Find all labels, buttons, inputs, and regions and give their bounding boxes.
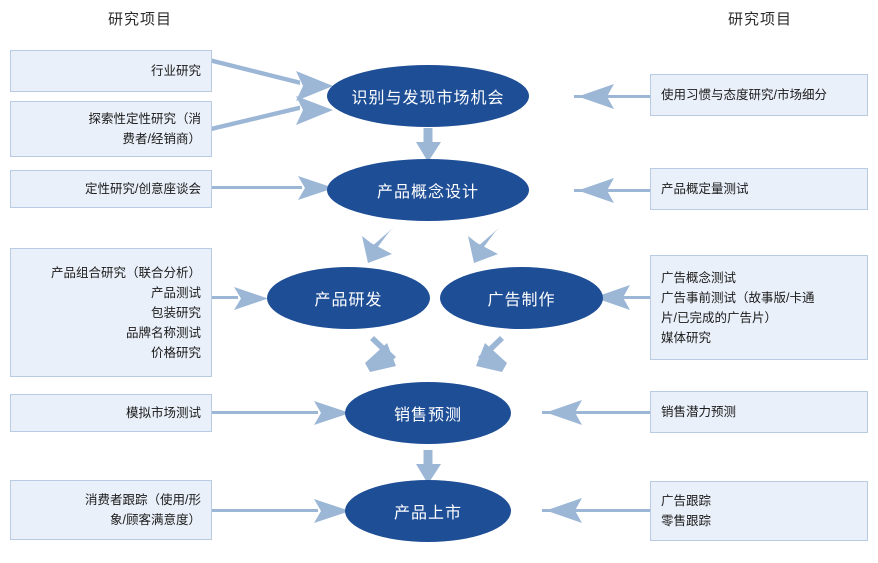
note-line: 费者/经销商） [122, 132, 201, 146]
box-usage-attitude[interactable]: 使用习惯与态度研究/市场细分 [650, 74, 868, 116]
note-line: 象/顾客满意度） [110, 513, 201, 527]
note-line: 媒体研究 [661, 330, 712, 345]
note-line: 广告事前测试（故事版/卡通 [661, 290, 815, 305]
note-line: 产品组合研究（联合分析） [50, 265, 201, 280]
box-consumer-tracking[interactable]: 消费者跟踪（使用/形 象/顾客满意度） [10, 480, 212, 540]
arrow-quant-to-concept [574, 178, 650, 203]
arrow-tracking-to-launch-right [542, 498, 650, 523]
right-column-title: 研究项目 [727, 11, 792, 28]
arrow-concept-to-rd [362, 227, 394, 263]
note-line: 模拟市场测试 [125, 406, 201, 420]
node-product-launch[interactable]: 产品上市 [345, 480, 511, 542]
box-exploratory-qualitative[interactable]: 探索性定性研究（消 费者/经销商） [10, 101, 212, 157]
node-market-opportunity[interactable]: 识别与发现市场机会 [327, 65, 529, 127]
box-sales-potential[interactable]: 销售潜力预测 [650, 391, 868, 433]
arrow-forecast-to-launch [416, 450, 441, 484]
arrow-tracking-to-launch [212, 499, 350, 523]
arrow-productmix-to-rd [212, 287, 268, 310]
note-line: 探索性定性研究（消 [88, 112, 201, 126]
box-industry-research[interactable]: 行业研究 [10, 50, 212, 92]
node-label: 广告制作 [487, 292, 556, 309]
note-line: 产品概定量测试 [661, 182, 749, 196]
node-label: 产品研发 [314, 292, 383, 309]
note-line: 产品测试 [150, 285, 201, 300]
arrow-industry-to-opportunity [212, 58, 333, 101]
note-line: 行业研究 [150, 64, 201, 78]
box-tracking[interactable]: 广告跟踪 零售跟踪 [650, 481, 868, 541]
arrow-rd-to-forecast [365, 336, 396, 372]
node-concept-design[interactable]: 产品概念设计 [327, 159, 529, 221]
note-line: 定性研究/创意座谈会 [85, 182, 201, 196]
note-line: 消费者跟踪（使用/形 [85, 493, 201, 507]
node-sales-forecast[interactable]: 销售预测 [345, 382, 511, 444]
arrow-simtest-to-forecast [212, 401, 350, 425]
note-line: 零售跟踪 [661, 514, 712, 528]
box-qualitative-creative[interactable]: 定性研究/创意座谈会 [10, 170, 212, 208]
note-line: 广告概念测试 [661, 270, 737, 285]
arrow-opportunity-to-concept [416, 128, 441, 162]
arrow-adproduction-to-forecast [476, 336, 507, 372]
note-line: 销售潜力预测 [661, 405, 737, 419]
box-simulated-market-test[interactable]: 模拟市场测试 [10, 394, 212, 432]
note-line: 使用习惯与态度研究/市场细分 [661, 88, 827, 102]
node-label: 产品概念设计 [376, 184, 479, 201]
node-label: 产品上市 [393, 505, 462, 522]
box-ad-tests[interactable]: 广告概念测试 广告事前测试（故事版/卡通 片/已完成的广告片） 媒体研究 [650, 255, 868, 360]
node-ad-production[interactable]: 广告制作 [440, 267, 603, 329]
note-line: 广告跟踪 [661, 494, 712, 508]
arrow-exploratory-to-opportunity [212, 96, 333, 131]
left-column-title: 研究项目 [107, 11, 172, 28]
note-line: 片/已完成的广告片） [661, 310, 777, 325]
arrow-concept-to-adproduction [468, 227, 500, 263]
note-line: 价格研究 [150, 345, 201, 360]
box-concept-quant-test[interactable]: 产品概定量测试 [650, 168, 868, 210]
node-product-rd[interactable]: 产品研发 [267, 267, 430, 329]
arrow-potential-to-forecast [542, 400, 650, 425]
node-label: 销售预测 [393, 407, 462, 424]
note-line: 品牌名称测试 [125, 325, 201, 340]
arrow-usage-to-opportunity [574, 84, 650, 109]
box-product-mix[interactable]: 产品组合研究（联合分析） 产品测试 包装研究 品牌名称测试 价格研究 [10, 248, 212, 377]
note-line: 包装研究 [150, 305, 201, 320]
arrow-qualitative-to-concept [212, 176, 334, 200]
node-label: 识别与发现市场机会 [351, 90, 505, 107]
